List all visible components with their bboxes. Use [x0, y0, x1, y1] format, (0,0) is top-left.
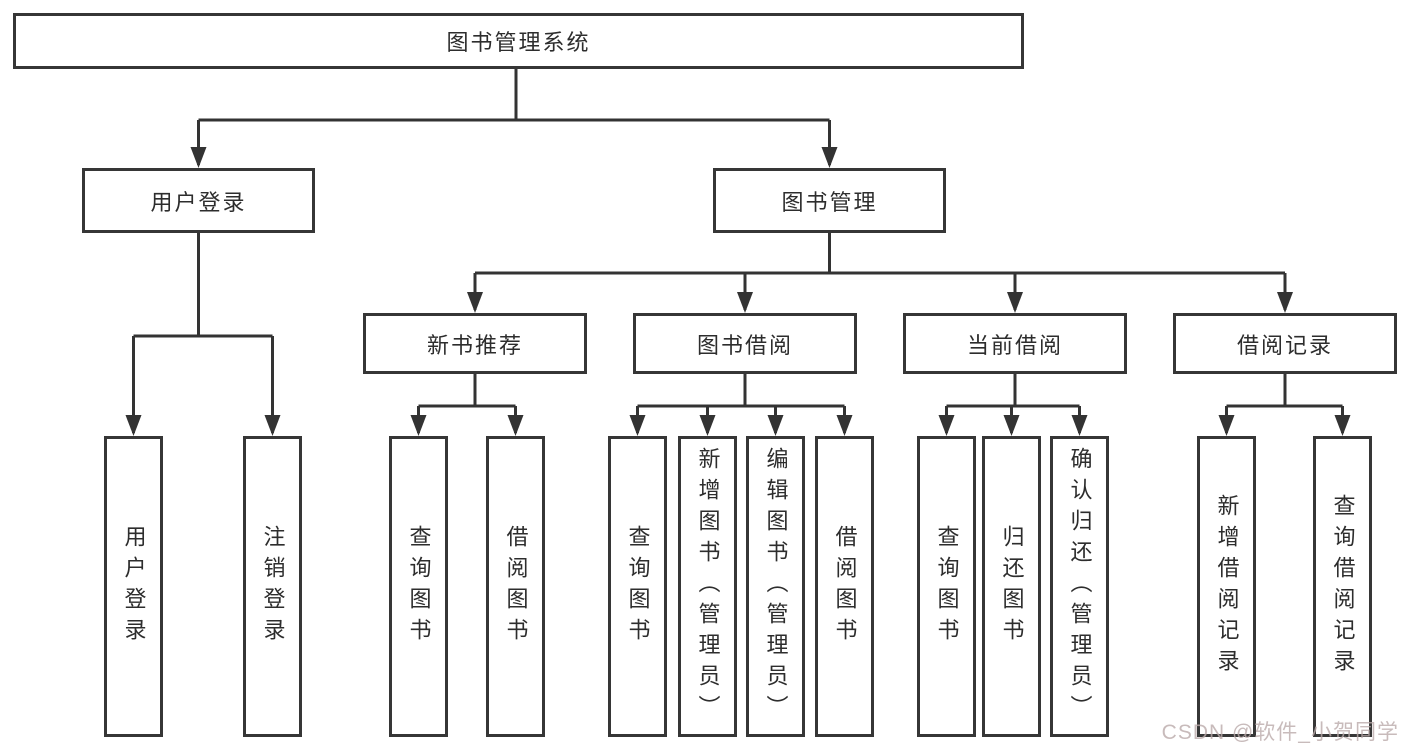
- node-leaf-query-books-borrowing: 查询图书: [608, 436, 667, 737]
- node-label: 注销登录: [260, 524, 286, 649]
- node-label: 图书借阅: [696, 332, 793, 358]
- node-label: 查询图书: [625, 524, 651, 649]
- node-leaf-borrow-books-recommend: 借阅图书: [486, 436, 545, 737]
- node-book-management: 图书管理: [713, 168, 946, 233]
- node-leaf-query-borrow-record: 查询借阅记录: [1313, 436, 1372, 737]
- node-label: 确认归还（管理员）: [1067, 447, 1093, 726]
- node-label: 归还图书: [999, 524, 1025, 649]
- node-label: 图书管理: [781, 189, 878, 215]
- node-borrowing-records: 借阅记录: [1173, 313, 1397, 374]
- node-label: 借阅图书: [832, 524, 858, 649]
- node-book-borrowing: 图书借阅: [633, 313, 857, 374]
- node-leaf-add-borrow-record: 新增借阅记录: [1197, 436, 1256, 737]
- node-label: 借阅图书: [503, 524, 529, 649]
- connector-book-borrowing-to-leaves: [629, 374, 853, 436]
- connector-user-login-to-leaves: [125, 233, 281, 436]
- node-leaf-edit-books-admin: 编辑图书（管理员）: [746, 436, 805, 737]
- node-leaf-confirm-return-admin: 确认归还（管理员）: [1050, 436, 1109, 737]
- node-leaf-user-login: 用户登录: [104, 436, 163, 737]
- node-user-login: 用户登录: [82, 168, 315, 233]
- node-label: 用户登录: [150, 189, 247, 215]
- node-label: 当前借阅: [966, 332, 1063, 358]
- node-label: 新书推荐: [426, 332, 523, 358]
- node-leaf-logout: 注销登录: [243, 436, 302, 737]
- node-root-library-management-system: 图书管理系统: [13, 13, 1024, 69]
- node-label: 查询借阅记录: [1330, 493, 1356, 680]
- node-leaf-add-books-admin: 新增图书（管理员）: [678, 436, 737, 737]
- node-leaf-query-books-current: 查询图书: [917, 436, 976, 737]
- csdn-watermark: CSDN @软件_小贺同学: [1161, 721, 1399, 744]
- node-leaf-borrow-books: 借阅图书: [815, 436, 874, 737]
- connector-borrowing-records-to-leaves: [1218, 374, 1351, 436]
- node-leaf-query-books-recommend: 查询图书: [389, 436, 448, 737]
- connector-book-management-to-level3: [467, 233, 1293, 313]
- node-current-borrowing: 当前借阅: [903, 313, 1127, 374]
- connector-current-borrowing-to-leaves: [938, 374, 1088, 436]
- node-label: 用户登录: [121, 524, 147, 649]
- node-label: 新增图书（管理员）: [695, 447, 721, 726]
- node-label: 编辑图书（管理员）: [763, 447, 789, 726]
- connector-new-book-recommendation-to-leaves: [410, 374, 524, 436]
- node-label: 查询图书: [406, 524, 432, 649]
- node-label: 查询图书: [934, 524, 960, 649]
- node-leaf-return-books: 归还图书: [982, 436, 1041, 737]
- node-label: 借阅记录: [1236, 332, 1333, 358]
- node-label: 图书管理系统: [446, 30, 591, 55]
- connector-root-to-level2: [190, 69, 838, 168]
- node-label: 新增借阅记录: [1214, 493, 1240, 680]
- node-new-book-recommendation: 新书推荐: [363, 313, 587, 374]
